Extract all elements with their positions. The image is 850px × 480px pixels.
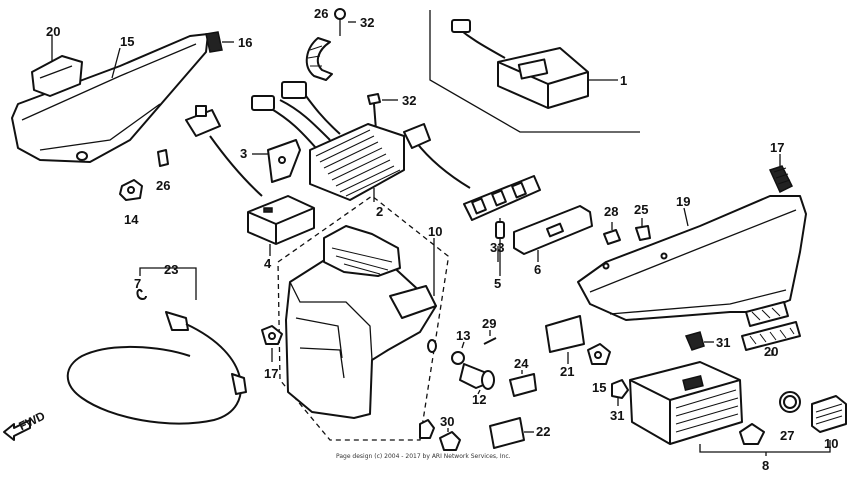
callout-33: 33: [490, 240, 504, 255]
callout-21: 21: [560, 364, 574, 379]
callout-31-upper: 31: [716, 335, 730, 350]
pin-29: [483, 330, 497, 345]
callout-7: 7: [134, 276, 141, 291]
battery-caution-label-21: [545, 315, 585, 364]
callout-17-right: 17: [770, 140, 784, 155]
callout-22: 22: [536, 424, 550, 439]
callout-27: 26: [314, 6, 328, 21]
callout-2: 2: [376, 204, 383, 219]
callout-20-right: 20: [764, 344, 778, 359]
label-23: [509, 370, 537, 397]
callout-28: 28: [604, 204, 618, 219]
callout-24: 23: [164, 262, 178, 277]
bolt-31-lower: [611, 379, 629, 406]
callout-3: 3: [240, 146, 247, 161]
callout-15-right: 15: [592, 380, 606, 395]
callout-32-top: 32: [360, 15, 374, 30]
grommet-15-right: [587, 343, 611, 365]
band-27: [305, 8, 356, 81]
callout-8: 8: [762, 458, 769, 473]
washer-28: [603, 222, 621, 245]
copyright-notice: Page design (c) 2004 - 2017 by ARI Netwo…: [336, 453, 511, 460]
fuse-box-5: [403, 123, 541, 276]
battery-label-22: [489, 417, 534, 449]
fuse-33: [495, 221, 505, 239]
tool-case-8: [629, 361, 831, 456]
callout-1: 1: [620, 73, 627, 88]
cushion-17-top: [205, 31, 234, 53]
battery-box-12: [277, 195, 449, 441]
callout-14: 13: [456, 328, 470, 343]
callout-5: 5: [494, 276, 501, 291]
tool-kit-10: [811, 395, 847, 433]
collar-25: [635, 218, 651, 241]
callout-25: 25: [634, 202, 648, 217]
relay-4: [247, 195, 315, 256]
fwd-label: FWD: [17, 409, 48, 434]
forward-direction-arrow: [3, 419, 31, 441]
bracket-3: [252, 139, 301, 183]
callout-20-left: 20: [46, 24, 60, 39]
callout-6: 6: [534, 262, 541, 277]
callout-10: 10: [824, 436, 838, 451]
side-cover-left-16: [11, 33, 209, 163]
callout-13: 12: [472, 392, 486, 407]
grommet-left: [119, 149, 169, 201]
callout-15-left: 14: [124, 212, 139, 227]
callout-18: 17: [264, 366, 278, 381]
callout-17-top: 16: [238, 35, 252, 50]
bolt-31-upper: [684, 331, 714, 351]
callout-32-mid: 32: [402, 93, 416, 108]
callout-23: 24: [514, 356, 529, 371]
cushion-17-right: [768, 154, 794, 194]
grommet-18: [261, 325, 283, 362]
callout-29: 29: [482, 316, 496, 331]
callout-26-left: 26: [156, 178, 170, 193]
callout-4: 4: [264, 256, 272, 271]
callout-19: 19: [676, 194, 690, 209]
emblem-20-right: [741, 301, 801, 356]
fuse-cover-6: [513, 205, 593, 262]
callout-12: 10: [428, 224, 442, 239]
callout-31-lower: 31: [610, 408, 624, 423]
callout-26-right: 27: [780, 428, 794, 443]
callout-30: 30: [440, 414, 454, 429]
regulator-rectifier-2: [251, 81, 405, 202]
bolt-30: [419, 419, 461, 451]
control-module-1: [429, 10, 640, 133]
side-cover-right-19: [577, 195, 807, 321]
wire-harness-left: [185, 105, 263, 197]
washer-14-bolt-13: [451, 341, 495, 395]
callout-16: 15: [120, 34, 134, 49]
breather-tube-24: [66, 267, 247, 425]
grommet-26-right: [779, 391, 801, 413]
